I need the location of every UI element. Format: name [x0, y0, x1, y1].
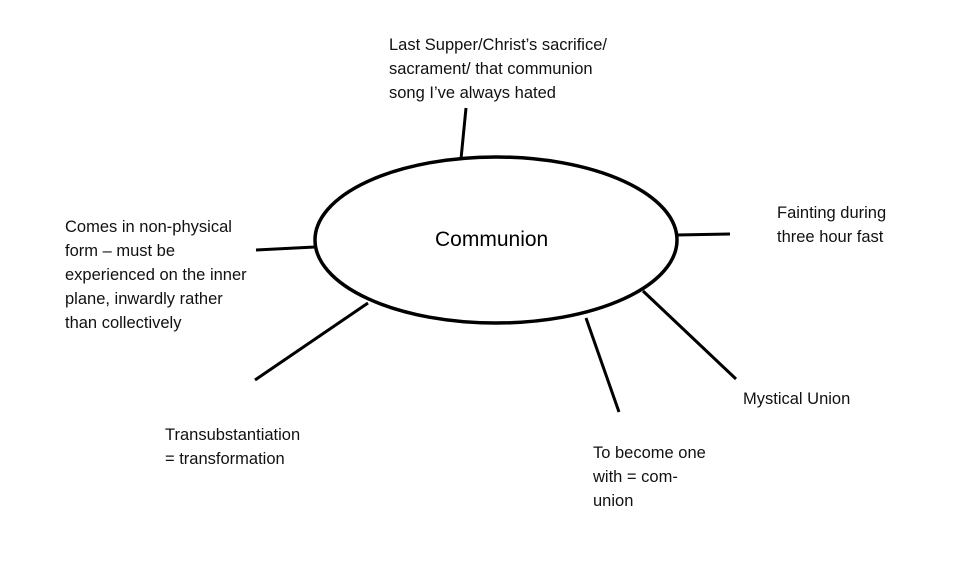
connector-bottom-center [584, 317, 621, 413]
connector-bottom-left [254, 301, 369, 382]
node-label-transubstantiation: Transubstantiation = transformation [165, 426, 301, 468]
connector-right [675, 232, 731, 237]
connector-mystical [641, 289, 738, 381]
central-ellipse [313, 155, 679, 325]
node-label-non-physical: Comes in non-physical form – must be exp… [65, 218, 247, 332]
node-label-last-supper: Last Supper/Christ’s sacrifice/ sacramen… [389, 36, 607, 102]
central-node-label: Communion [435, 228, 549, 251]
node-label-fainting: Fainting during three hour fast [777, 204, 887, 246]
node-label-mystical-union: Mystical Union [743, 390, 851, 408]
connector-left [255, 245, 316, 252]
connector-top [459, 107, 468, 160]
node-label-become-one: To become one with = com- union [593, 444, 706, 510]
